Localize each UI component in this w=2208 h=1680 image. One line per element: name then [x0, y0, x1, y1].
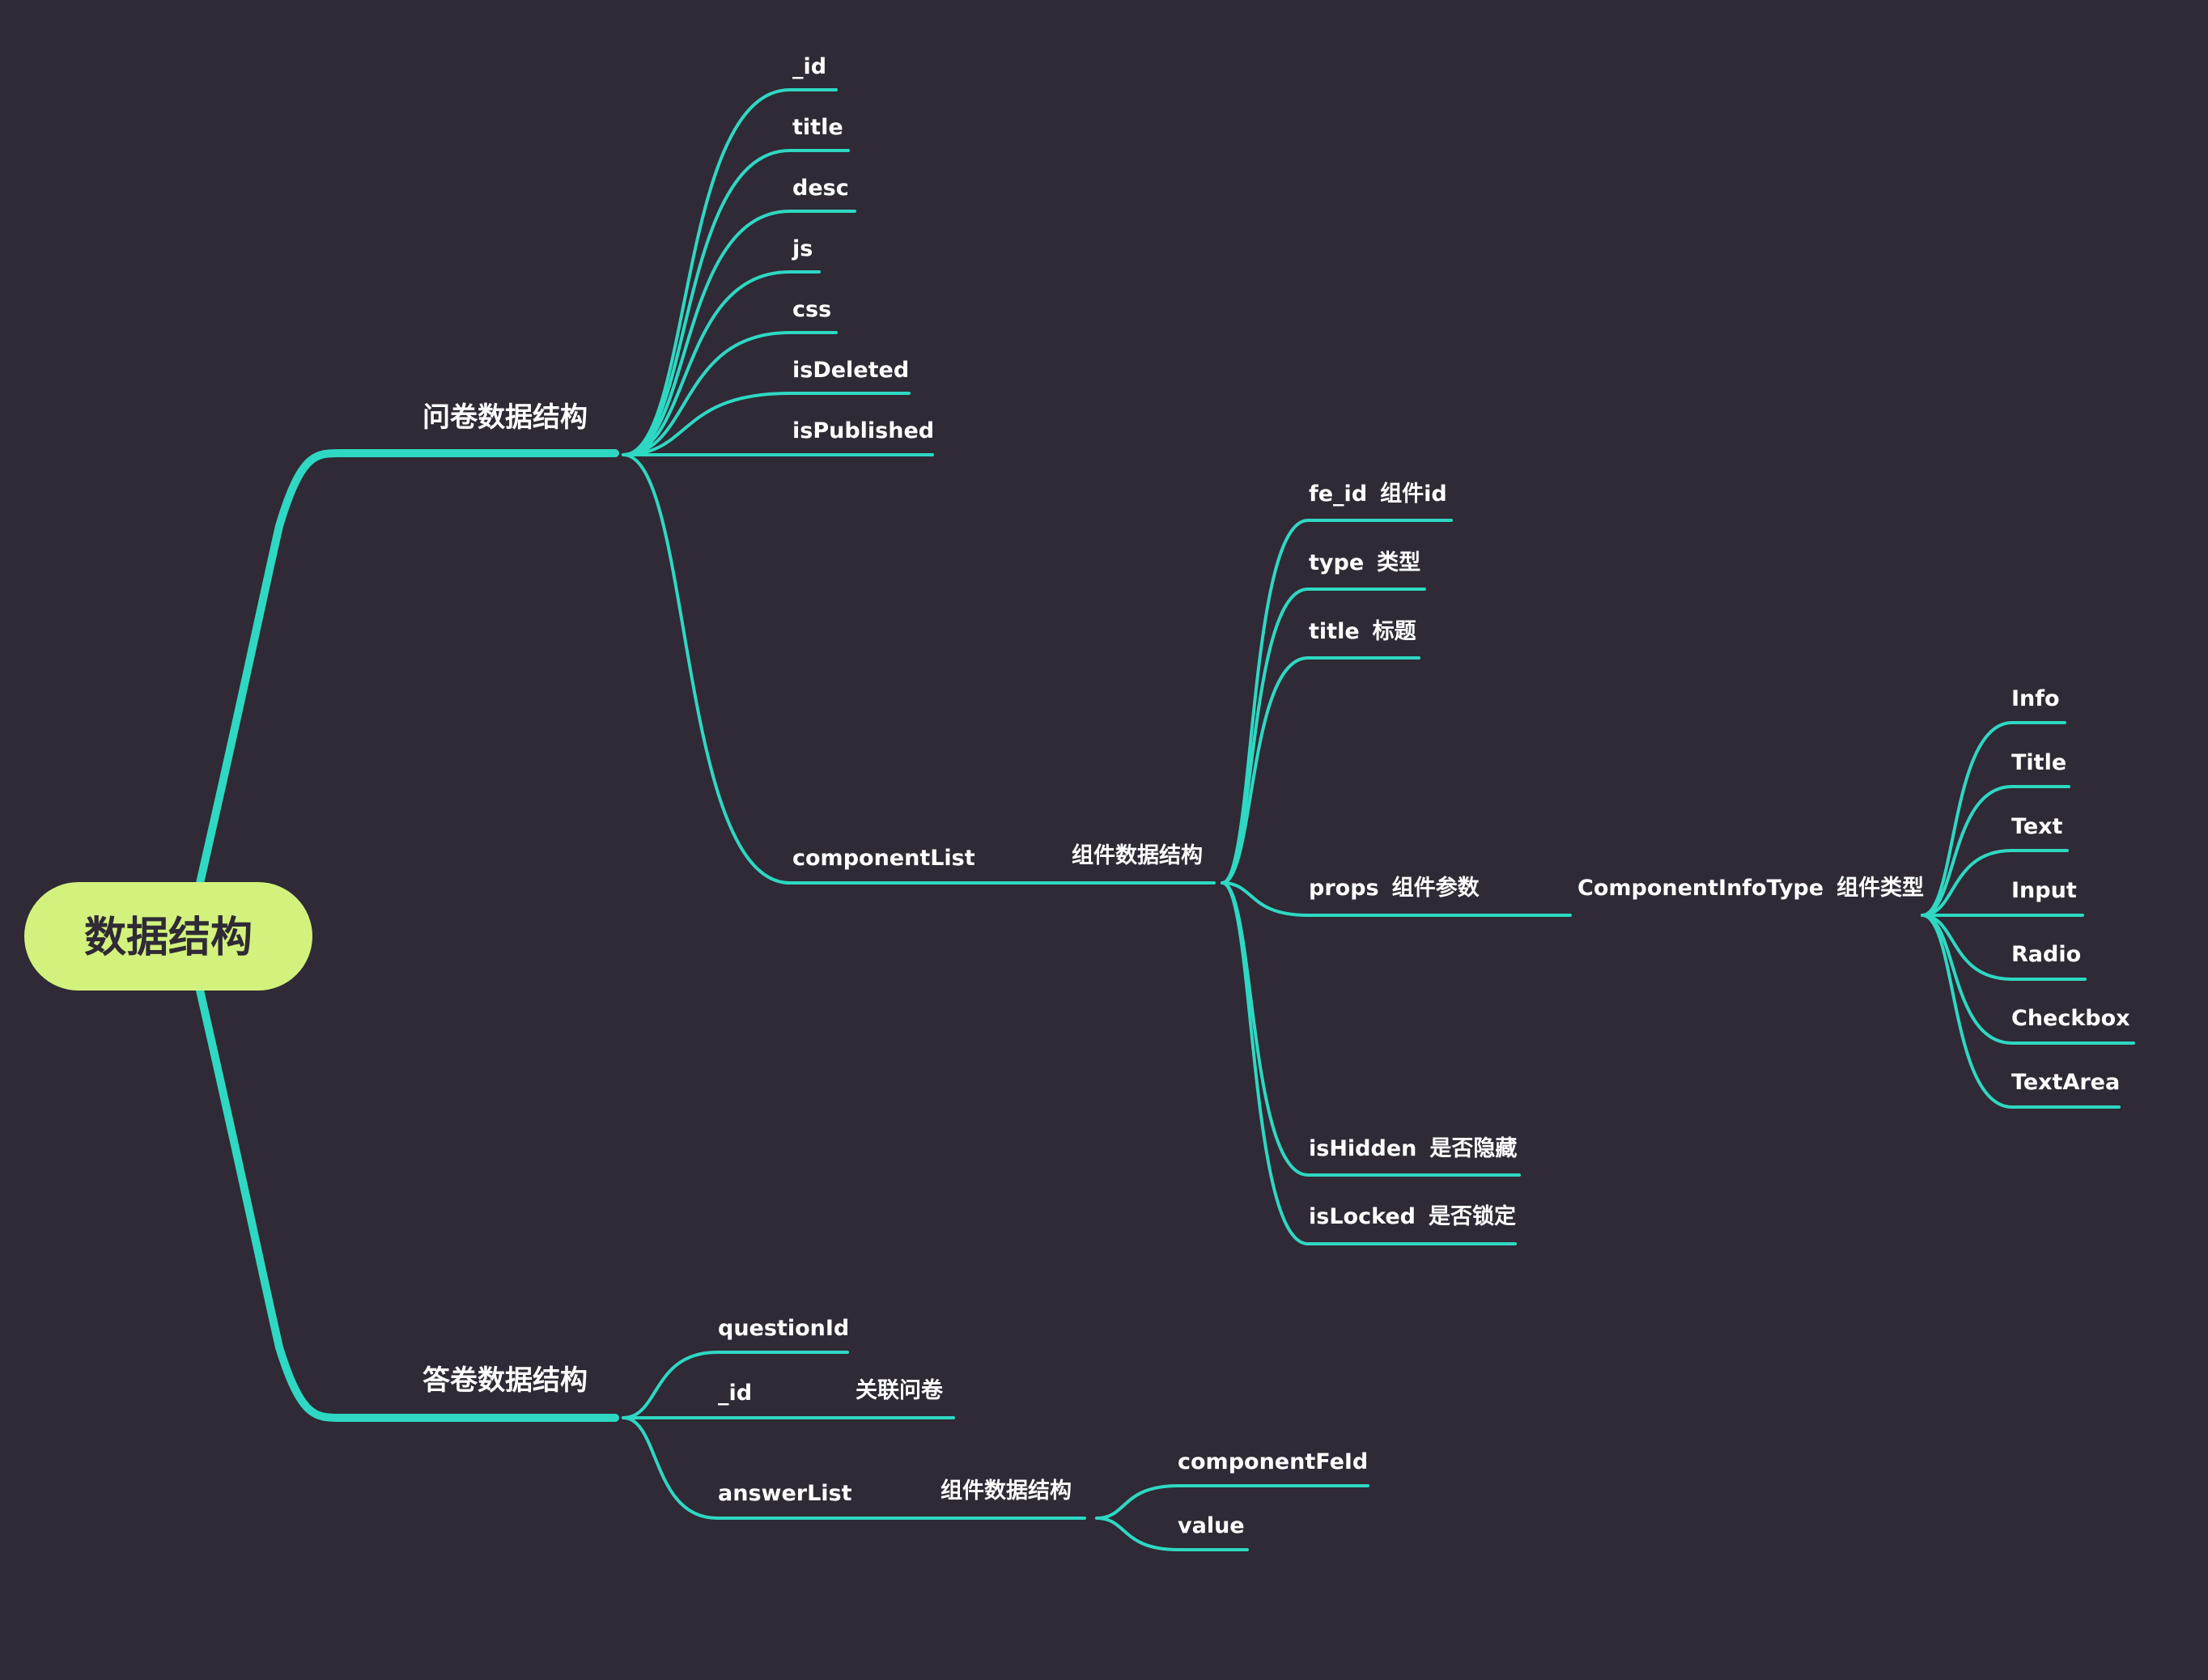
component-type-label[interactable]: Title	[2011, 750, 2066, 775]
link-component-list	[622, 453, 1216, 885]
component-type-label[interactable]: Radio	[2011, 942, 2081, 967]
link-root-questionnaire	[194, 449, 619, 894]
link-component-type	[1921, 721, 2066, 917]
link-component-type	[1921, 785, 2070, 917]
link-questionnaire-field	[622, 88, 838, 456]
answer-component-field-label[interactable]: value	[1178, 1513, 1245, 1538]
branch-answer-label[interactable]: 答卷数据结构	[422, 1364, 588, 1397]
link-answer-field	[622, 1351, 849, 1419]
field-label[interactable]: desc	[792, 176, 849, 201]
link-layer	[194, 88, 2135, 1551]
root-node[interactable]: 数据结构	[24, 882, 312, 991]
link-component-field	[1221, 881, 1572, 917]
link-questionnaire-field	[622, 392, 911, 456]
field-label[interactable]: css	[792, 297, 831, 322]
link-component-type	[1921, 914, 2087, 981]
field-label[interactable]: isDeleted	[792, 358, 909, 383]
link-questionnaire-field	[622, 149, 850, 456]
field-label[interactable]: js	[792, 236, 813, 261]
component-type-label[interactable]: Text	[2011, 814, 2063, 839]
component-list-label[interactable]: componentList	[792, 846, 975, 871]
component-type-label[interactable]: TextArea	[2011, 1070, 2120, 1095]
link-component-field	[1221, 881, 1521, 1177]
link-component-field	[1221, 881, 1517, 1245]
link-component-type	[1921, 914, 2121, 1109]
link-questionnaire-field	[622, 331, 838, 456]
link-answer-component-field	[1095, 1484, 1369, 1520]
link-questionnaire-field	[622, 210, 856, 456]
link-questionnaire-field	[622, 270, 821, 456]
field-label[interactable]: _id	[792, 54, 826, 79]
branch-questionnaire-label[interactable]: 问卷数据结构	[422, 401, 588, 434]
component-type-label[interactable]: Checkbox	[2011, 1006, 2130, 1031]
answer-field-note[interactable]: 关联问卷	[856, 1378, 944, 1403]
component-type-label[interactable]: Info	[2011, 686, 2060, 711]
component-type-label[interactable]: Input	[2011, 878, 2077, 903]
field-label[interactable]: title	[792, 115, 843, 140]
answer-list-label[interactable]: answerList	[718, 1481, 852, 1506]
link-root-answer	[194, 979, 619, 1422]
root-node-shape	[24, 882, 312, 991]
link-component-field	[1221, 656, 1420, 885]
answer-field-label[interactable]: _id	[718, 1381, 752, 1406]
root-label: 数据结构	[84, 914, 253, 962]
field-label[interactable]: isPublished	[792, 418, 934, 443]
component-struct-label[interactable]: 组件数据结构	[1072, 842, 1203, 868]
link-component-type	[1921, 849, 2069, 917]
link-answer-list	[622, 1416, 1086, 1520]
answer-struct-label[interactable]: 组件数据结构	[941, 1478, 1072, 1504]
answer-field-label[interactable]: questionId	[718, 1316, 849, 1341]
link-answer-component-field	[1095, 1517, 1249, 1551]
answer-component-field-label[interactable]: componentFeId	[1178, 1449, 1368, 1474]
